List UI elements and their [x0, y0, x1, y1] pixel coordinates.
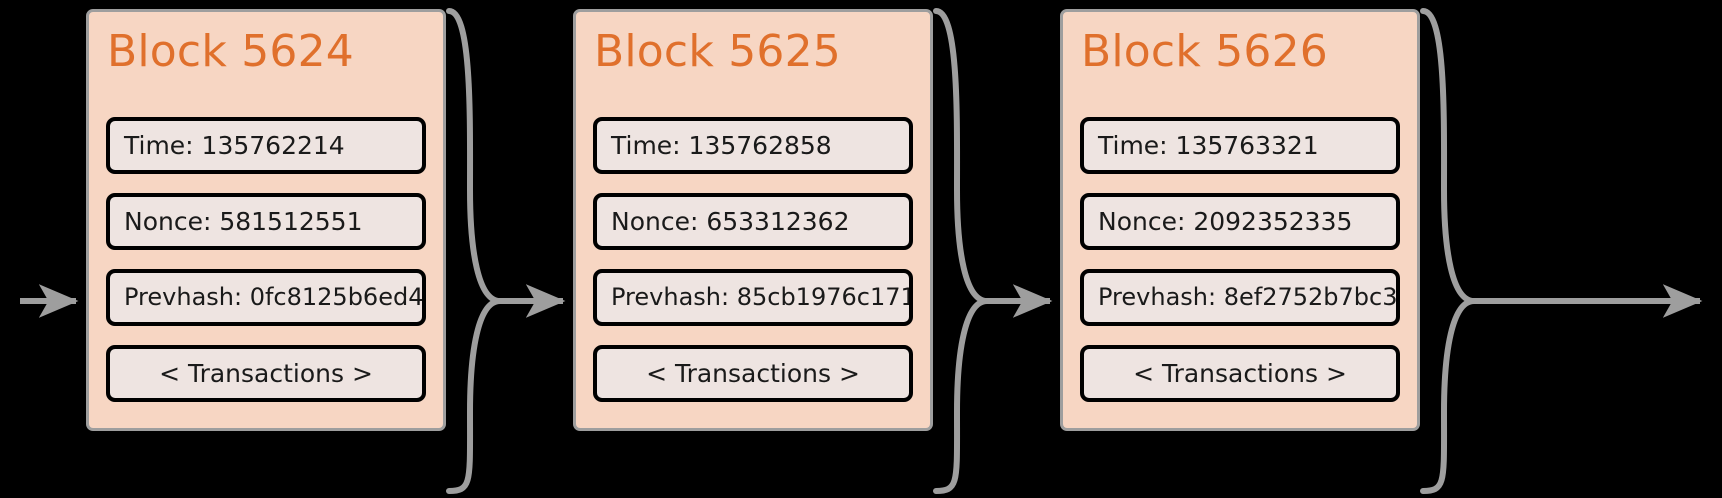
block-field-prevhash: Prevhash: 85cb1976c171	[593, 269, 913, 326]
block-field-time: Time: 135763321	[1080, 117, 1400, 174]
block-field-nonce: Nonce: 653312362	[593, 193, 913, 250]
block-card-5625[interactable]: Block 5625 Time: 135762858 Nonce: 653312…	[573, 9, 933, 431]
block-field-prevhash: Prevhash: 8ef2752b7bc3	[1080, 269, 1400, 326]
block-card-5624[interactable]: Block 5624 Time: 135762214 Nonce: 581512…	[86, 9, 446, 431]
block-field-nonce: Nonce: 2092352335	[1080, 193, 1400, 250]
block-card-5626[interactable]: Block 5626 Time: 135763321 Nonce: 209235…	[1060, 9, 1420, 431]
block-fields: Time: 135762858 Nonce: 653312362 Prevhas…	[593, 117, 913, 402]
block-field-transactions[interactable]: < Transactions >	[1080, 345, 1400, 402]
chain-link-2	[933, 8, 1053, 494]
block-title: Block 5625	[594, 26, 841, 77]
block-title: Block 5626	[1081, 26, 1328, 77]
block-field-time: Time: 135762858	[593, 117, 913, 174]
block-title: Block 5624	[107, 26, 354, 77]
block-field-nonce: Nonce: 581512551	[106, 193, 426, 250]
block-field-time: Time: 135762214	[106, 117, 426, 174]
block-field-prevhash: Prevhash: 0fc8125b6ed4	[106, 269, 426, 326]
block-fields: Time: 135762214 Nonce: 581512551 Prevhas…	[106, 117, 426, 402]
block-fields: Time: 135763321 Nonce: 2092352335 Prevha…	[1080, 117, 1400, 402]
block-field-transactions[interactable]: < Transactions >	[593, 345, 913, 402]
chain-link-1	[446, 8, 566, 494]
block-field-transactions[interactable]: < Transactions >	[106, 345, 426, 402]
outgoing-arrow	[1420, 8, 1703, 494]
